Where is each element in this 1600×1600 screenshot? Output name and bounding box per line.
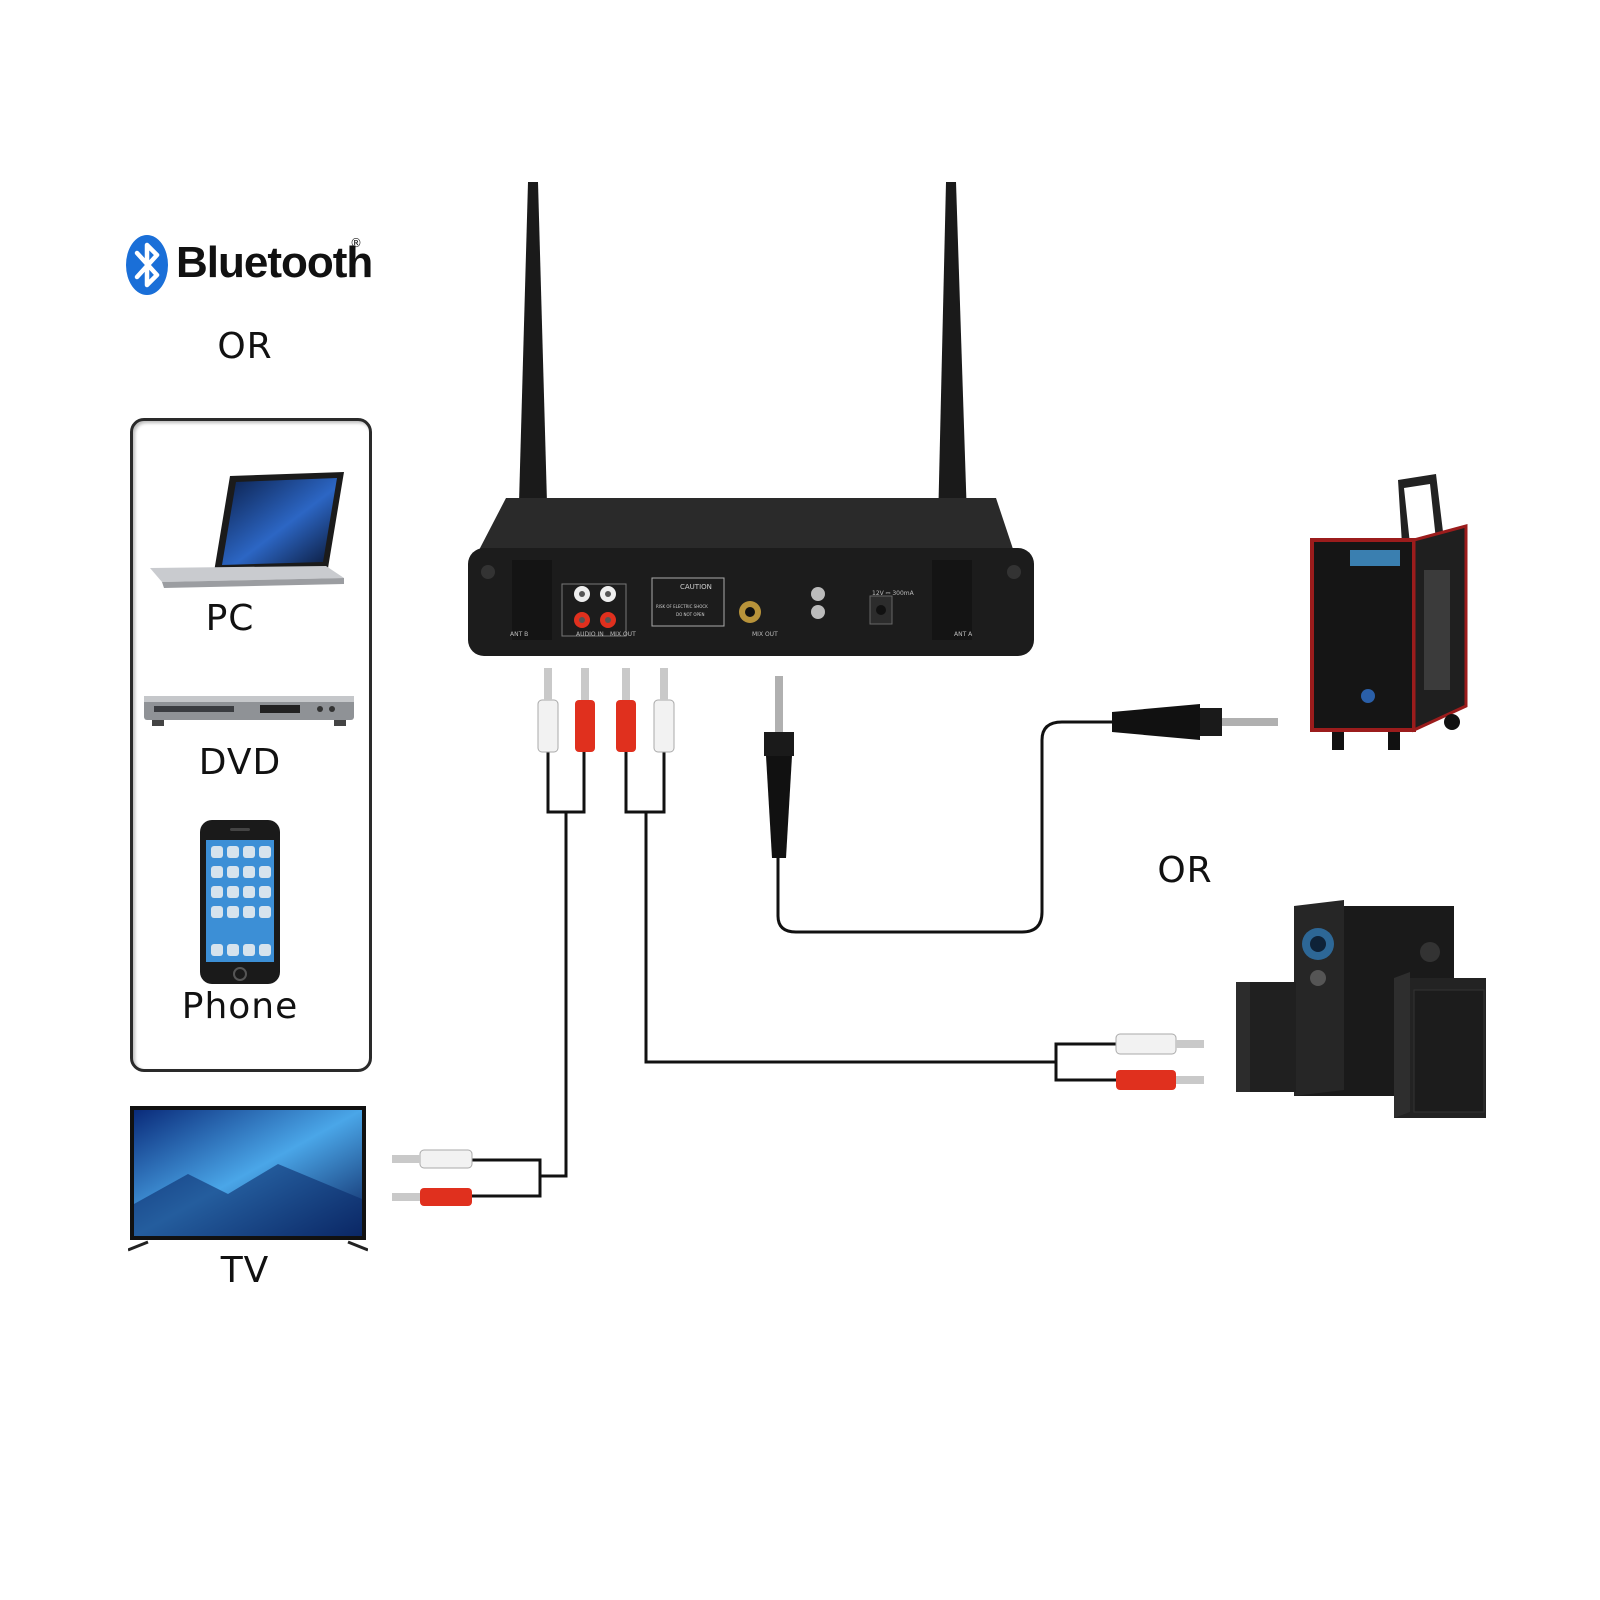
- jack-plug-vertical: [764, 676, 794, 858]
- dvd-player-icon: [144, 696, 354, 726]
- trademark-symbol: ®: [350, 236, 362, 250]
- phone-label: Phone: [181, 986, 299, 1027]
- bluetooth-wordmark: Bluetooth: [176, 238, 373, 287]
- rca-plugs-top: [537, 668, 675, 753]
- tv-icon: [128, 1106, 368, 1252]
- audio-in-label: AUDIO IN: [576, 631, 604, 638]
- or-label-top: OR: [217, 326, 273, 367]
- speaker-system-icon: [1236, 900, 1486, 1118]
- wireless-receiver: [468, 182, 1034, 656]
- ant-b-label: ANT B: [510, 631, 529, 638]
- ant-a-label: ANT A: [954, 631, 973, 638]
- rca-split-left: [546, 752, 586, 814]
- or-label-right: OR: [1157, 850, 1213, 891]
- mix-out-jack-label: MIX OUT: [752, 631, 778, 638]
- caution-line2: DO NOT OPEN: [676, 612, 705, 617]
- rca-plugs-speaker: [1115, 1033, 1204, 1090]
- pc-label: PC: [205, 598, 255, 639]
- bluetooth-icon: [126, 235, 168, 295]
- bluetooth-logo: Bluetooth ®: [124, 234, 374, 298]
- trolley-speaker-icon: [1310, 474, 1468, 750]
- jack-plug-horizontal: [1112, 704, 1278, 740]
- power-rating-label: 12V ⎓ 300mA: [872, 590, 914, 597]
- dvd-label: DVD: [198, 742, 282, 783]
- rca-plugs-tv: [392, 1149, 473, 1206]
- mix-out-rca-label: MIX OUT: [610, 631, 636, 638]
- caution-line1: RISK OF ELECTRIC SHOCK: [656, 604, 708, 609]
- smartphone-icon: [200, 820, 280, 984]
- tv-label: TV: [220, 1250, 270, 1291]
- caution-title: CAUTION: [680, 583, 712, 591]
- laptop-icon: [150, 472, 344, 588]
